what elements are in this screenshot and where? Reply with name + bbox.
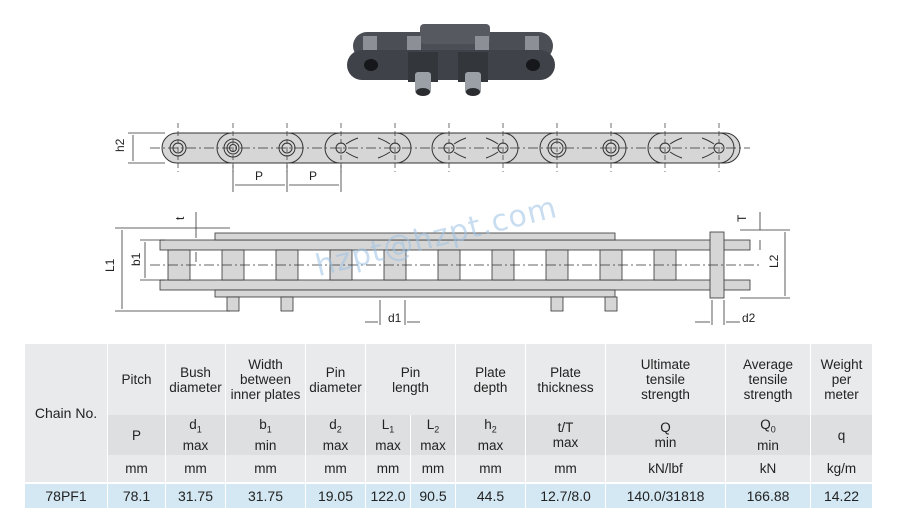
value-cell: 90.5 — [409, 482, 457, 508]
h2-label: h2 — [113, 138, 127, 152]
unit-cell: kN/lbf — [605, 455, 727, 483]
value-cell: 31.75 — [165, 482, 226, 508]
chain-product-photo — [347, 24, 555, 96]
svg-text:P: P — [309, 169, 317, 183]
svg-text:d1: d1 — [388, 311, 402, 325]
value-cell: 31.75 — [225, 482, 306, 508]
value-cell: 78.1 — [107, 482, 166, 508]
symbol-q: q — [810, 415, 874, 455]
unit-cell: mm — [225, 455, 306, 483]
chain-technical-drawing: h2 P P — [103, 123, 790, 325]
unit-cell: mm — [525, 455, 607, 483]
value-cell: 122.0 — [365, 482, 411, 508]
unit-cell: mm — [365, 455, 411, 483]
svg-text:d2: d2 — [742, 311, 756, 325]
unit-cell: mm — [409, 455, 457, 483]
header-pitch: Pitch — [107, 344, 166, 415]
value-cell: 140.0/31818 — [605, 482, 727, 508]
symbol-p: P — [107, 415, 166, 455]
svg-text:T: T — [735, 214, 749, 222]
chain-no-cell: 78PF1 — [24, 482, 108, 508]
top-view-drawing: L1 b1 t T L2 d1 d2 — [103, 212, 790, 325]
unit-cell: kg/m — [810, 455, 874, 483]
unit-cell: mm — [455, 455, 527, 483]
svg-text:P: P — [255, 169, 263, 183]
table-unit-row: mm mm mm mm mm mm mm mm kN/lbf kN kg/m — [25, 455, 874, 483]
unit-cell: kN — [725, 455, 812, 483]
value-cell: 12.7/8.0 — [525, 482, 607, 508]
svg-text:t: t — [173, 216, 187, 220]
svg-text:L1: L1 — [103, 258, 117, 272]
value-cell: 19.05 — [305, 482, 366, 508]
side-view-drawing: h2 P P — [113, 123, 750, 192]
unit-cell: mm — [305, 455, 366, 483]
value-cell: 14.22 — [810, 482, 874, 508]
chain-no-header: Chain No. — [24, 344, 108, 483]
unit-cell: mm — [107, 455, 166, 483]
unit-cell: mm — [165, 455, 226, 483]
svg-text:L2: L2 — [767, 254, 781, 268]
value-cell: 44.5 — [455, 482, 527, 508]
svg-text:b1: b1 — [129, 252, 143, 266]
value-cell: 166.88 — [725, 482, 812, 508]
table-row: 78PF1 78.1 31.75 31.75 19.05 122.0 90.5 … — [24, 482, 874, 508]
